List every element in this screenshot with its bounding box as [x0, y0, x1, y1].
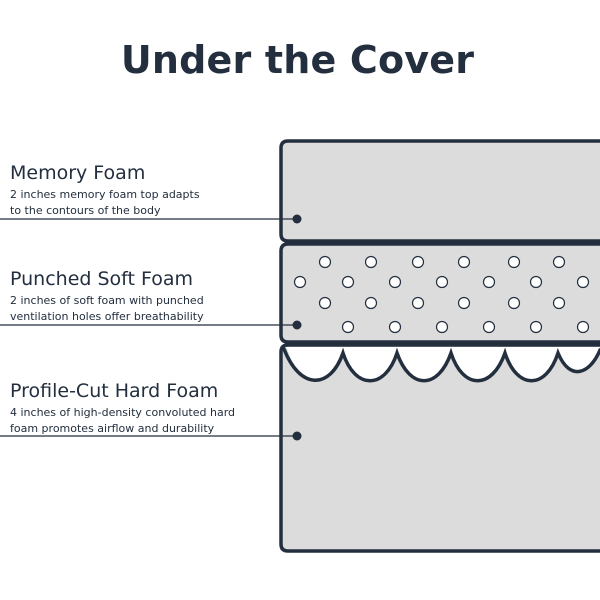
profile-cut-hard-foam-outline: [279, 343, 600, 553]
diagram-title: Under the Cover: [120, 38, 475, 82]
ventilation-hole: [457, 255, 471, 269]
ventilation-hole: [411, 255, 425, 269]
convoluted-wave-cutout: [281, 347, 600, 381]
layer-desc-profile-cut-hard-foam-line2: foam promotes airflow and durability: [10, 421, 215, 435]
ventilation-hole: [435, 320, 449, 334]
ventilation-hole: [364, 296, 378, 310]
layer-desc-punched-soft-foam-line1: 2 inches of soft foam with punched: [10, 294, 204, 307]
ventilation-hole: [341, 320, 355, 334]
layer-desc-profile-cut-hard-foam-line1: 4 inches of high-density convoluted hard: [10, 406, 236, 419]
ventilation-hole: [529, 320, 543, 334]
profile-cut-hard-foam-layer: [281, 345, 600, 551]
layer-desc-memory-foam-line2: to the contours of the body: [10, 203, 161, 217]
ventilation-hole: [507, 255, 521, 269]
ventilation-hole: [576, 275, 590, 289]
label-punched-soft-foam: Punched Soft Foam 2 inches of soft foam …: [10, 268, 280, 324]
memory-foam-layer: [279, 139, 600, 243]
ventilation-hole: [552, 296, 566, 310]
ventilation-hole: [388, 320, 402, 334]
ventilation-hole: [507, 296, 521, 310]
ventilation-hole: [457, 296, 471, 310]
layer-name-punched-soft-foam: Punched Soft Foam: [10, 268, 194, 290]
ventilation-holes: [293, 255, 590, 334]
label-profile-cut-hard-foam: Profile-Cut Hard Foam 4 inches of high-d…: [10, 380, 280, 436]
leader-memory-foam: [0, 214, 302, 224]
layer-desc-punched-soft-foam-line2: ventilation holes offer breathability: [10, 309, 204, 323]
ventilation-hole: [482, 320, 496, 334]
ventilation-hole: [293, 275, 307, 289]
label-memory-foam: Memory Foam 2 inches memory foam top ada…: [10, 162, 280, 218]
layer-desc-memory-foam-line1: 2 inches memory foam top adapts: [10, 188, 200, 201]
leader-punched-soft-foam: [0, 320, 302, 330]
ventilation-hole: [552, 255, 566, 269]
ventilation-hole: [411, 296, 425, 310]
leader-profile-cut-hard-foam: [0, 431, 302, 441]
ventilation-hole: [341, 275, 355, 289]
ventilation-hole: [482, 275, 496, 289]
ventilation-hole: [364, 255, 378, 269]
convoluted-wave-outline: [282, 347, 600, 383]
ventilation-hole: [388, 275, 402, 289]
ventilation-hole: [529, 275, 543, 289]
layer-name-profile-cut-hard-foam: Profile-Cut Hard Foam: [10, 380, 219, 402]
ventilation-hole: [318, 255, 332, 269]
ventilation-hole: [576, 320, 590, 334]
punched-soft-foam-layer: [279, 242, 600, 344]
ventilation-hole: [435, 275, 449, 289]
layer-name-memory-foam: Memory Foam: [10, 162, 146, 184]
ventilation-hole: [318, 296, 332, 310]
